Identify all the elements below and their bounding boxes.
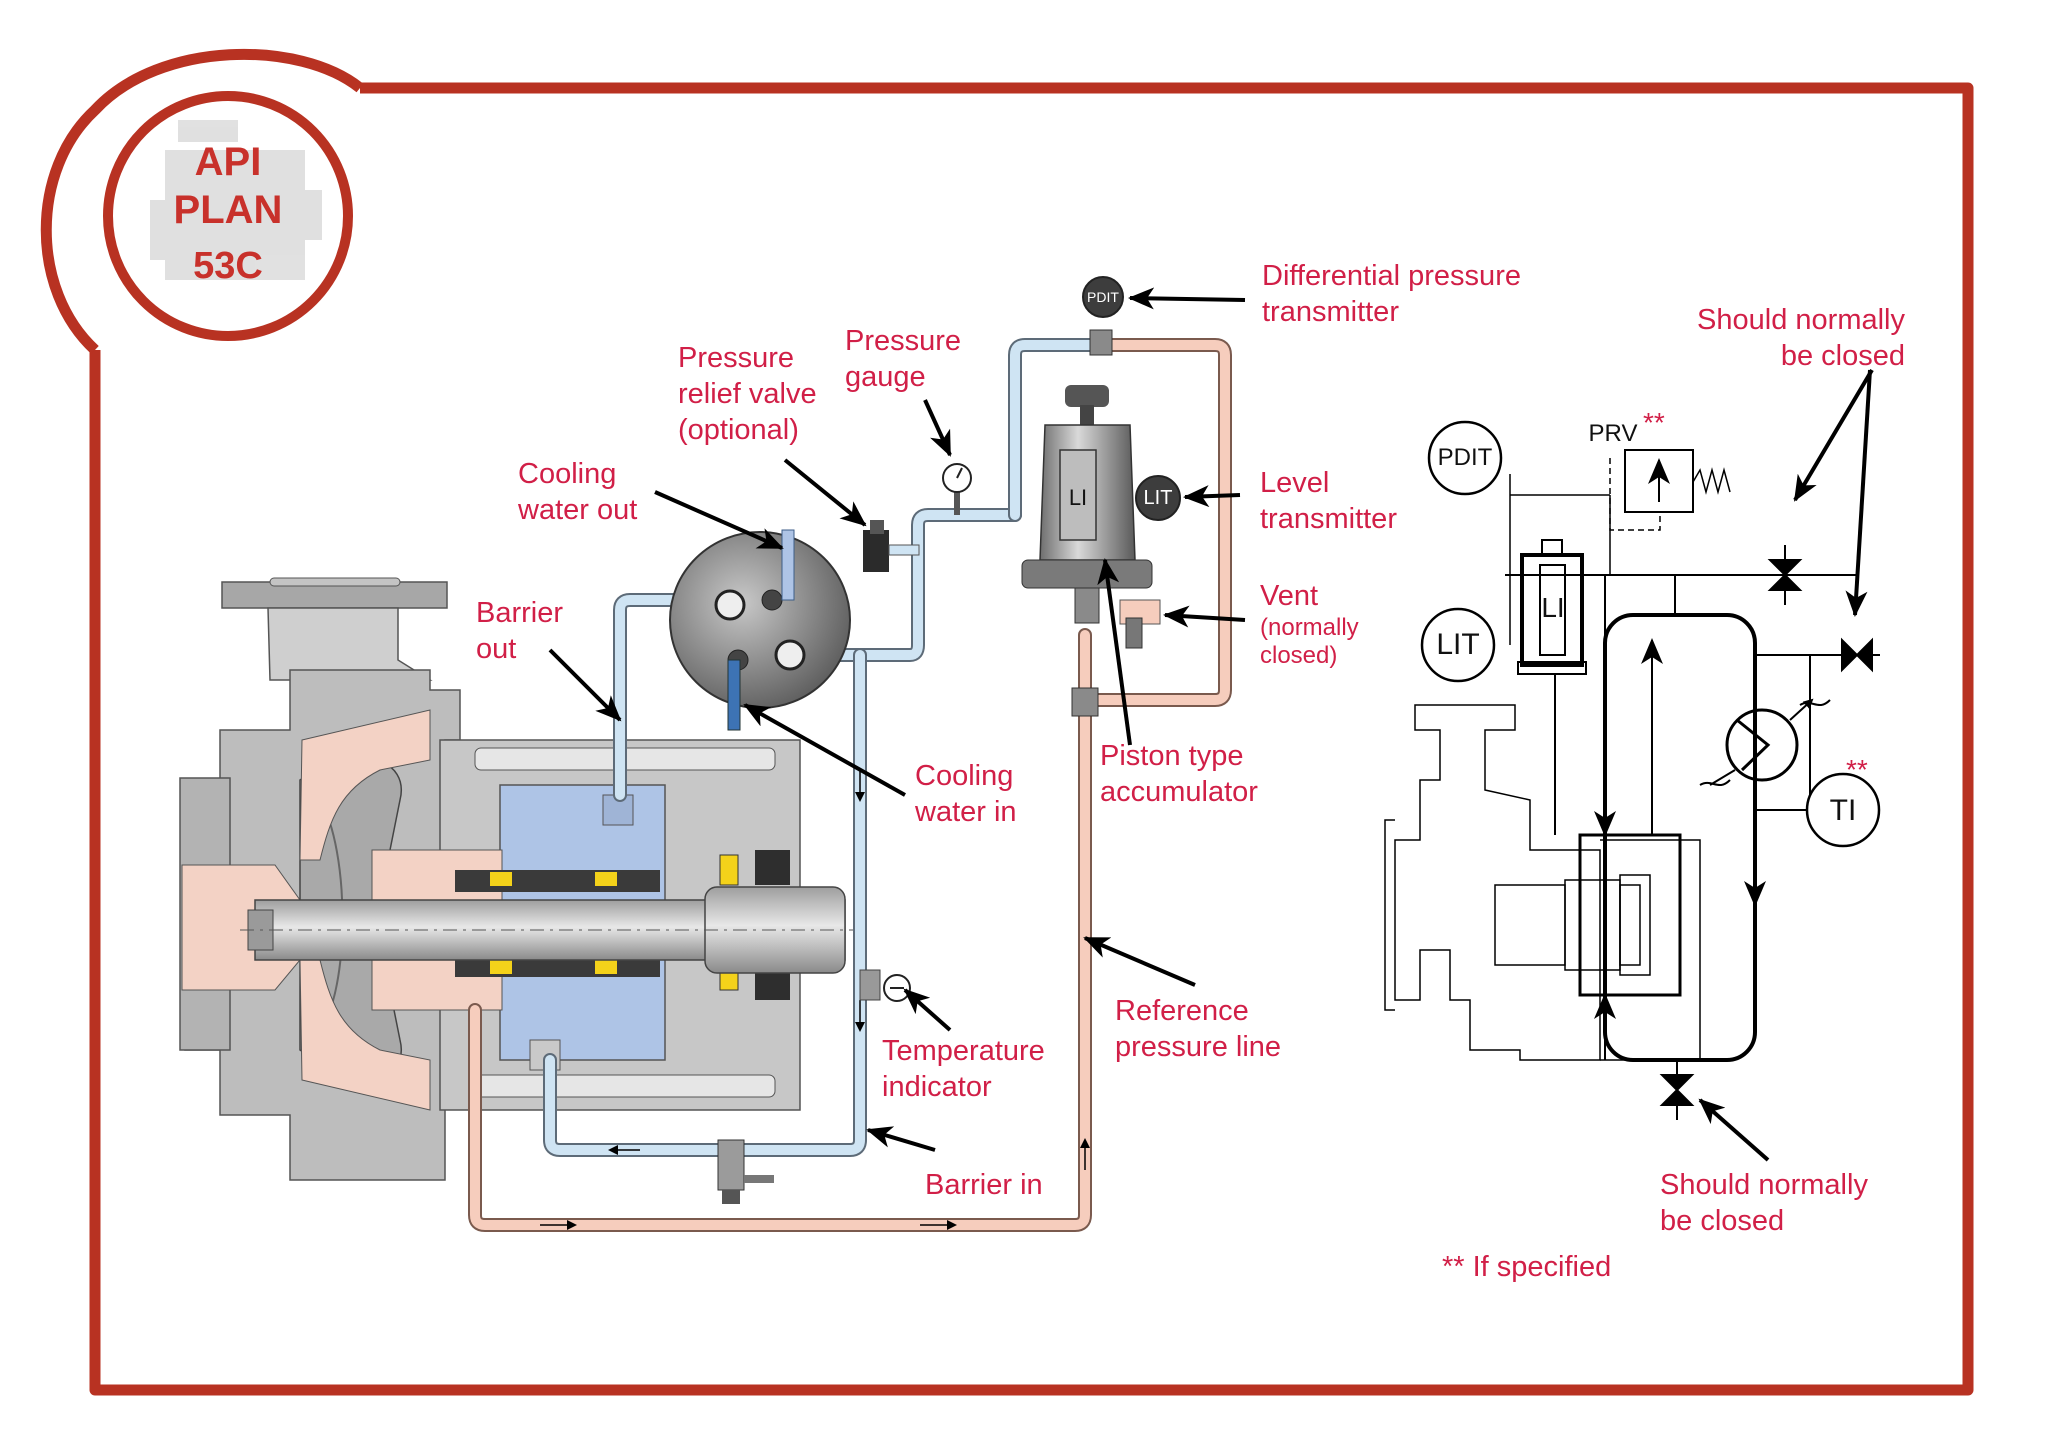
schematic (1384, 449, 1880, 1120)
piston-accumulator (1021, 329, 1161, 717)
label-reference-pressure-line: Reference pressure line (1115, 995, 1282, 1063)
label-pressure-relief-valve: Pressure relief valve (optional) (678, 342, 817, 446)
lit-tag: LIT (1436, 628, 1480, 661)
plan-badge (103, 91, 353, 341)
lit-symbol (1420, 607, 1496, 683)
label-cooling-water-in: Cooling water in (915, 760, 1017, 828)
badge-pump-watermark (150, 120, 322, 280)
barrier-piping (543, 338, 1107, 1157)
label-barrier-in: Barrier in (925, 1169, 1043, 1201)
label-barrier-out: Barrier out (476, 597, 564, 665)
cooler (669, 529, 851, 731)
li-tag: LI (1541, 592, 1565, 623)
label-level-transmitter: Level transmitter (1260, 467, 1397, 535)
pdit-small-icon (1082, 276, 1124, 318)
label-if-specified: ** If specified (1442, 1251, 1612, 1283)
label-should-closed-bottom: Should normally be closed (1660, 1169, 1868, 1237)
badge-line-api: API (194, 140, 262, 184)
label-piston-accumulator: Piston type accumulator (1100, 740, 1258, 808)
drain-valve-bottom (717, 1139, 774, 1204)
label-vent: Vent (1260, 580, 1319, 612)
ti-symbol (1805, 772, 1881, 848)
pdit-small-label: PDIT (1087, 289, 1119, 305)
prv-if-specified-mark: ** (1643, 407, 1665, 438)
li-small-label: LI (1068, 485, 1088, 510)
pdit-tag: PDIT (1437, 444, 1493, 471)
pointer-arrows (548, 287, 1874, 1162)
label-pressure-gauge: Pressure gauge (845, 325, 962, 393)
lit-small-icon (1135, 475, 1181, 521)
lit-small-label: LIT (1143, 487, 1173, 509)
ti-if-specified-mark: ** (1846, 754, 1868, 785)
flow-arrows (540, 770, 1090, 1230)
pdit-symbol (1427, 420, 1503, 496)
reference-pressure-piping (468, 338, 1232, 1232)
pressure-gauge (942, 463, 972, 515)
label-cooling-water-out: Cooling water out (518, 458, 638, 526)
label-vent-note: (normally closed) (1260, 614, 1359, 669)
badge-line-53c: 53C (193, 245, 263, 287)
label-temperature-indicator: Temperature indicator (882, 1035, 1045, 1103)
label-should-closed-top: Should normally be closed (1697, 304, 1905, 372)
ti-tag: TI (1829, 794, 1857, 827)
outer-frame (40, 48, 1974, 1396)
badge-line-plan: PLAN (173, 188, 283, 232)
pump-assembly (179, 577, 860, 1181)
pressure-relief-valve (863, 520, 920, 572)
label-differential-pressure: Differential pressure transmitter (1262, 260, 1521, 328)
temperature-gauge (859, 969, 911, 1002)
prv-tag: PRV (1588, 420, 1638, 447)
